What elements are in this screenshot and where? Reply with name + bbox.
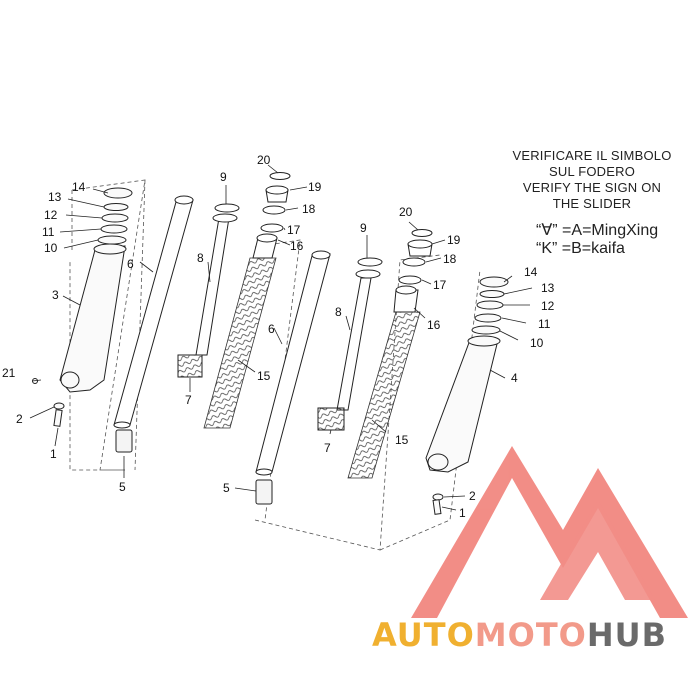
sign-a-text: “∀” =A=MingXing	[536, 222, 659, 239]
watermark-logo	[411, 446, 688, 618]
right-slider-axle	[427, 453, 449, 471]
centre-spring	[347, 285, 421, 479]
right-ring-10	[471, 325, 501, 335]
note-line-4: THE SLIDER	[552, 196, 632, 211]
callout-5-centre: 5	[223, 481, 230, 495]
callout-6-centre: 6	[268, 322, 275, 336]
centre-oring-17	[398, 275, 422, 285]
callout-8-left: 8	[197, 251, 204, 265]
left-slider-axle	[60, 371, 80, 389]
left-washer	[53, 402, 65, 410]
left-screw	[53, 409, 63, 427]
callout-19-left: 19	[308, 180, 322, 194]
callout-3: 3	[52, 288, 59, 302]
callout-7-centre: 7	[324, 441, 331, 455]
callout-6-left: 6	[127, 257, 134, 271]
callout-12-left: 12	[44, 208, 58, 222]
right-screw	[432, 499, 442, 515]
callout-4: 4	[511, 371, 518, 385]
left-oring-20	[269, 172, 291, 180]
centre-stanchion	[255, 250, 331, 505]
verify-note: VERIFICARE IL SIMBOLO SUL FODERO VERIFY …	[494, 148, 690, 212]
callout-8-centre: 8	[335, 305, 342, 319]
left-spring	[203, 233, 278, 429]
left-slider-top	[93, 243, 127, 255]
right-ring-11	[474, 313, 502, 323]
callout-16-left: 16	[290, 239, 304, 253]
callout-15-centre: 15	[395, 433, 409, 447]
left-fork	[32, 187, 133, 427]
left-ring-14	[103, 187, 133, 199]
right-ring-12	[476, 300, 504, 310]
centre-oring-20	[411, 229, 433, 237]
right-washer	[432, 493, 444, 501]
callout-17-centre: 17	[433, 278, 447, 292]
centre-damper-rod	[317, 257, 383, 431]
callout-9-centre: 9	[360, 221, 367, 235]
left-ring-18	[262, 205, 286, 215]
sign-k-text: “K” =B=kaifa	[536, 240, 625, 257]
callout-10-left: 10	[44, 241, 58, 255]
callout-2-left: 2	[16, 412, 23, 426]
watermark-moto: MOTO	[474, 616, 587, 654]
callout-15-left: 15	[257, 369, 271, 383]
callout-1-right: 1	[459, 506, 466, 520]
callout-16-centre: 16	[427, 318, 441, 332]
callout-14-right: 14	[524, 265, 538, 279]
left-oring-17	[260, 223, 284, 233]
centre-rod-cap-a	[357, 257, 383, 267]
callout-18-centre: 18	[443, 252, 457, 266]
left-slider-body	[59, 245, 126, 393]
left-ring-11	[100, 224, 128, 234]
note-line-1: VERIFICARE IL SIMBOLO	[512, 148, 672, 163]
left-sleeve-outline	[134, 179, 146, 471]
callout-2-right: 2	[469, 489, 476, 503]
watermark-hub: HUB	[586, 616, 668, 654]
callout-17-left: 17	[287, 223, 301, 237]
left-ring-12	[101, 213, 129, 223]
left-fork-outline	[69, 179, 146, 471]
centre-rod-cap-b	[355, 269, 381, 279]
right-ring-14	[479, 276, 509, 288]
callout-1-left: 1	[50, 447, 57, 461]
callout-10-right: 10	[530, 336, 544, 350]
sign-legend: “∀” =A=MingXing “K” =B=kaifa	[536, 222, 696, 258]
callout-19-centre: 19	[447, 233, 461, 247]
centre-cap	[398, 229, 433, 285]
watermark-auto: AUTO	[372, 616, 475, 654]
left-rod-cap-b	[212, 213, 238, 223]
callout-12-right: 12	[541, 299, 555, 313]
callout-11-left: 11	[42, 225, 55, 239]
callout-21: 21	[2, 366, 16, 380]
callout-11-right: 11	[538, 317, 551, 331]
callout-20-left: 20	[257, 153, 271, 167]
right-slider-body	[425, 339, 499, 473]
left-valve	[177, 354, 203, 378]
callout-9-left: 9	[220, 170, 227, 184]
right-ring-13	[479, 290, 505, 298]
left-rod-cap-a	[214, 203, 240, 213]
right-slider-top	[467, 335, 501, 347]
left-ring-13	[103, 203, 129, 211]
centre-ring-18	[402, 257, 426, 267]
left-damper-rod	[177, 203, 240, 378]
watermark-brand: AUTOMOTOHUB	[372, 616, 667, 654]
left-cap	[260, 172, 291, 233]
callout-20-centre: 20	[399, 205, 413, 219]
callout-labels: 14 13 12 11 10 3 21 2 1 5 6 9 8 7 15 16 …	[2, 153, 555, 520]
callout-7-left: 7	[185, 393, 192, 407]
callout-5-left: 5	[119, 480, 126, 494]
callout-14-left: 14	[72, 180, 86, 194]
left-stanchion	[113, 195, 194, 453]
callout-18-left: 18	[302, 202, 316, 216]
note-line-2: SUL FODERO	[548, 164, 636, 179]
leader-lines	[29, 164, 533, 511]
note-line-3: VERIFY THE SIGN ON	[522, 180, 662, 195]
callout-13-left: 13	[48, 190, 62, 204]
callout-13-right: 13	[541, 281, 555, 295]
centre-valve	[317, 407, 345, 431]
left-ring-10	[97, 235, 127, 245]
